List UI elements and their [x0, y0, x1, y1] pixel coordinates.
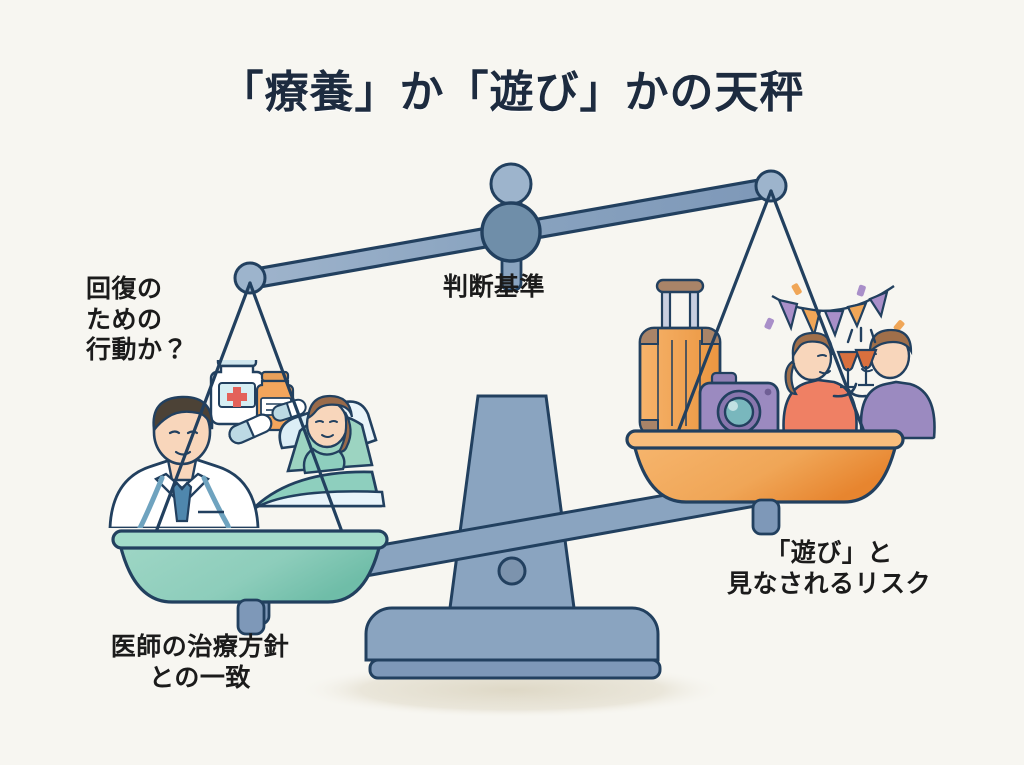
label-center-criteria: 判断基準	[443, 272, 546, 301]
medicine-bottle-white	[209, 360, 265, 426]
beam-top-knob	[489, 162, 533, 206]
label-right-risk: 「遊び」と 見なされるリスク	[726, 538, 931, 598]
right-pan	[625, 429, 905, 536]
suspension-cords	[151, 189, 868, 542]
page-title: 「療養」か「遊び」かの天秤	[219, 67, 805, 118]
label-bottom-left-alignment: 医師の治療方針 との一致	[110, 632, 290, 692]
toasting-couple	[782, 326, 936, 440]
left-pan-scene	[108, 360, 386, 528]
beam-end-left	[233, 261, 267, 295]
patient-in-bed-figure	[250, 394, 386, 513]
label-left-question: 回復の ための 行動か？	[86, 274, 189, 364]
capsule-pills	[228, 398, 307, 445]
camera	[698, 371, 780, 440]
left-pan	[111, 529, 389, 636]
scale-pivot	[480, 201, 542, 263]
column-bolt	[497, 556, 527, 586]
beam-end-right	[754, 169, 788, 203]
doctor-figure	[108, 395, 260, 528]
